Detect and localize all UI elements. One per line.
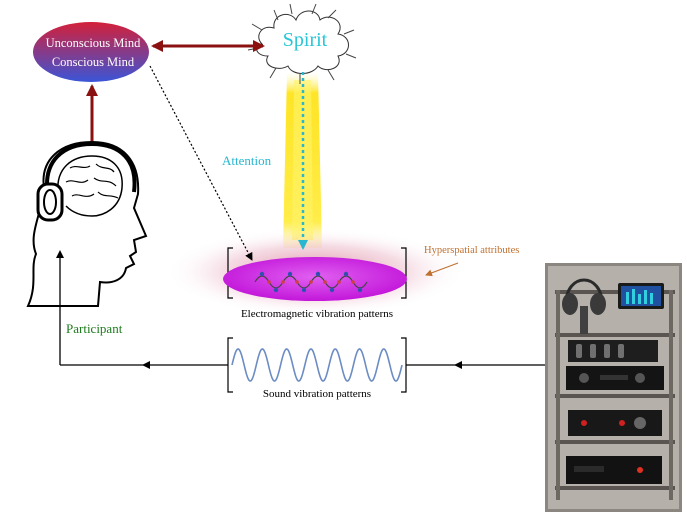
attention-beam [283,72,322,248]
participant-head [26,140,148,307]
em-wave-pattern [254,271,368,293]
arrow-head-left [142,361,150,369]
electromagnetic-vibration-label: Electromagnetic vibration patterns [240,308,394,320]
unconscious-mind-label: Unconscious Mind [45,36,141,50]
sound-vibration-label: Sound vibration patterns [262,388,372,400]
arrow-head-up [56,250,64,258]
spirit-label: Spirit [282,29,328,51]
participant-label: Participant [66,321,123,336]
conscious-mind-label: Conscious Mind [51,55,135,69]
hyperspatial-pointer [425,262,459,277]
attention-label: Attention [222,153,272,168]
hyperspatial-attributes-label: Hyperspatial attributes [424,245,520,256]
mind-ellipse [33,22,149,82]
em-ellipse [223,257,407,301]
sound-sine-wave [231,348,403,382]
mind-em-dotted-arrow [149,65,253,261]
arrow-head-right [454,361,462,369]
spirit-cloud [247,3,357,84]
audio-equipment-photo [545,263,682,512]
